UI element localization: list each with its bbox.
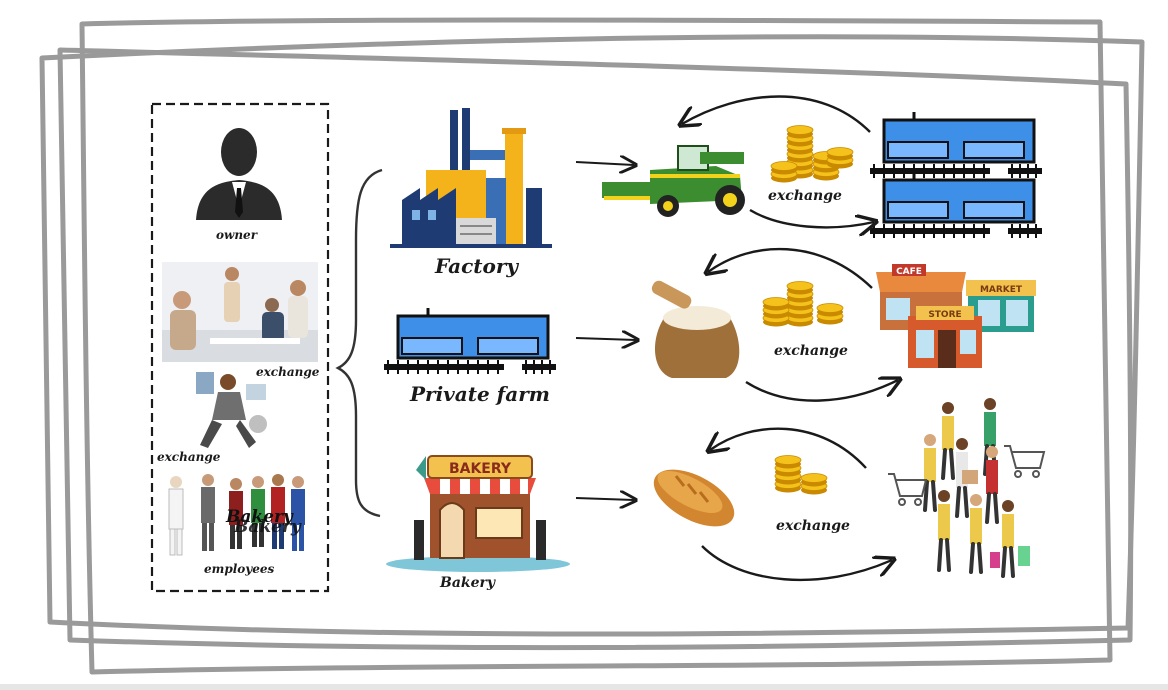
exchange-row1-label: exchange	[768, 188, 842, 204]
farm-building-icon	[382, 306, 558, 376]
curve-arrow-row1-top	[682, 95, 871, 133]
meeting-photo	[162, 262, 318, 362]
curve-arrow-row2-top	[708, 247, 873, 289]
curve-arrow-row3-top	[710, 427, 867, 469]
office-worker	[196, 372, 267, 448]
company-box	[150, 102, 330, 593]
arrow-bakery-to-bread	[575, 498, 634, 500]
curve-arrow-row1-bottom	[749, 208, 874, 227]
combine-harvester-icon	[602, 145, 745, 217]
farm-building-right-bottom	[868, 170, 1044, 240]
curve-arrow-row3-bottom	[701, 545, 892, 582]
cafe-sign: CAFE	[896, 267, 922, 277]
coin-stack-row2	[762, 281, 844, 327]
uniform-text: Bakery	[225, 507, 294, 527]
bakery-shop-icon: BAKERY	[386, 455, 570, 572]
exchange-row2-label: exchange	[774, 343, 848, 359]
exchange-meeting-label: exchange	[256, 365, 320, 379]
factory-label: Factory	[435, 254, 518, 278]
sketch-frame	[39, 17, 1145, 675]
market-sign: MARKET	[980, 285, 1023, 295]
shops-icon: CAFE MARKET STORE	[876, 264, 1036, 368]
employees-group: Bakery Bakery	[168, 474, 305, 556]
arrow-factory-to-harvester	[575, 162, 634, 165]
store-sign: STORE	[928, 310, 961, 320]
bread-loaf-icon	[653, 469, 735, 527]
bakery-sign: BAKERY	[449, 461, 512, 477]
factory-icon	[390, 108, 552, 248]
uniform-text-echo: Bakery	[233, 517, 302, 537]
bottom-scroll-bar	[0, 684, 1168, 690]
curve-arrow-row2-bottom	[745, 380, 898, 402]
coin-stack-row3	[774, 455, 828, 495]
arrow-farm-to-flour	[575, 338, 636, 340]
flour-sack-icon	[651, 280, 740, 378]
coin-stack-row1	[770, 125, 854, 183]
grouping-brace	[335, 168, 383, 518]
owner-silhouette	[196, 128, 282, 220]
bakery-label: Bakery	[440, 575, 496, 591]
exchange-worker-label: exchange	[157, 450, 221, 464]
exchange-row3-label: exchange	[776, 518, 850, 534]
private-farm-label: Private farm	[410, 382, 550, 406]
farm-building-right-top	[868, 110, 1044, 180]
employees-label: employees	[204, 562, 275, 576]
owner-label: owner	[216, 228, 258, 242]
crowd-shoppers-icon	[888, 398, 1046, 578]
